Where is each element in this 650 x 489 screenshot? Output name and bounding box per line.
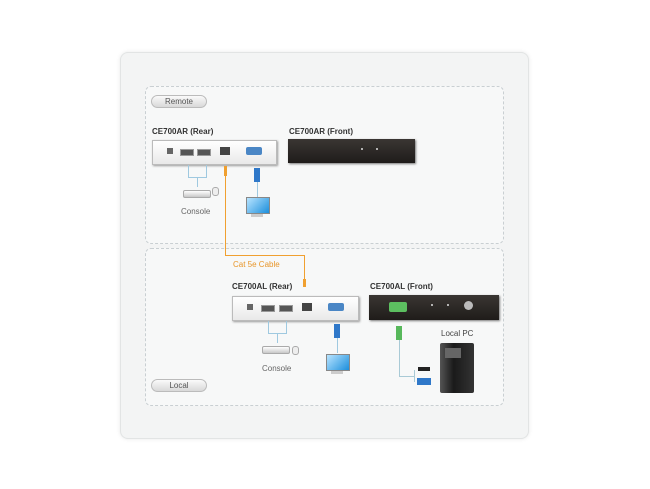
button-icon[interactable] (464, 301, 473, 310)
power-port-icon (167, 148, 173, 154)
monitor-icon (326, 354, 350, 371)
monitor-icon (246, 197, 270, 214)
rj45-port-icon (302, 303, 312, 311)
vga-port-icon (328, 303, 344, 311)
cable-label: Cat 5e Cable (233, 260, 280, 269)
ce700ar-rear-title: CE700AR (Rear) (152, 127, 214, 136)
green-vga-port-icon (389, 302, 407, 312)
ce700ar-front-title: CE700AR (Front) (289, 127, 354, 136)
local-console-label: Console (262, 364, 292, 373)
led-icon (447, 304, 449, 306)
local-section-label: Local (151, 379, 207, 392)
vga-connector-icon (254, 168, 260, 182)
green-vga-connector-icon (396, 326, 402, 340)
pc-tower-icon (440, 343, 474, 393)
ce700al-rear-device (232, 296, 359, 321)
vga-connector-icon (334, 324, 340, 338)
keyboard-icon (183, 190, 211, 198)
ce700al-front-device (369, 295, 499, 320)
keyboard-icon (262, 346, 290, 354)
cat5e-cable (225, 166, 226, 256)
led-icon (361, 148, 363, 150)
ce700ar-rear-device (152, 140, 277, 165)
mouse-icon (212, 187, 219, 196)
remote-panel (145, 86, 504, 244)
mouse-icon (292, 346, 299, 355)
local-pc-label: Local PC (441, 329, 474, 338)
usb-connector-icon (418, 367, 430, 371)
ce700ar-front-device (288, 139, 415, 163)
usb-port-icon (261, 305, 275, 312)
usb-port-icon (197, 149, 211, 156)
power-port-icon (247, 304, 253, 310)
remote-section-label: Remote (151, 95, 207, 108)
led-icon (376, 148, 378, 150)
ce700al-front-title: CE700AL (Front) (370, 282, 433, 291)
rj45-port-icon (220, 147, 230, 155)
usb-port-icon (180, 149, 194, 156)
usb-port-icon (279, 305, 293, 312)
vga-port-icon (246, 147, 262, 155)
vga-connector-icon (417, 378, 431, 385)
ce700al-rear-title: CE700AL (Rear) (232, 282, 293, 291)
rj45-connector-icon (303, 279, 306, 287)
remote-console-label: Console (181, 207, 211, 216)
led-icon (431, 304, 433, 306)
